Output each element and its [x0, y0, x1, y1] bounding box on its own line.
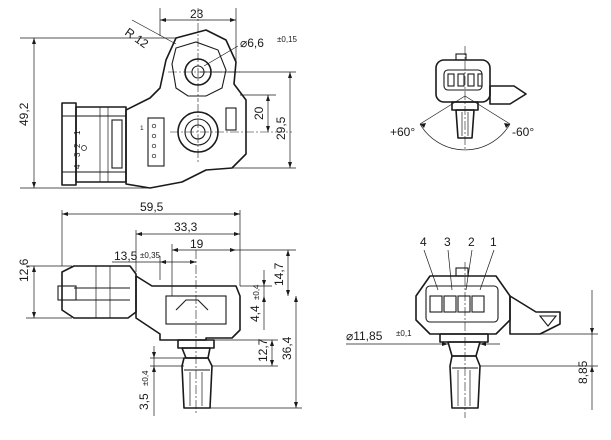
dim-hole-dia: ⌀6,6 [240, 36, 264, 50]
dim-36-4: 36,4 [280, 336, 294, 360]
pin-2: 2 [468, 235, 475, 249]
pin-label-4: 4 [73, 164, 82, 169]
rotation-view: +60° -60° [390, 46, 534, 151]
pin-4: 4 [420, 235, 427, 249]
pin-label-2: 2 [73, 143, 82, 148]
pin-label-1: 1 [73, 130, 82, 135]
dim-12-6: 12,6 [17, 258, 31, 282]
dim-hole-dia-tol: ±0,15 [277, 35, 298, 44]
dim-49-2: 49,2 [17, 102, 31, 126]
dim-8-85: 8,85 [576, 360, 590, 384]
top-body-outline [125, 29, 247, 189]
dim-20: 20 [252, 106, 266, 120]
dim-12-7: 12,7 [256, 338, 270, 362]
rot-minus-60: -60° [512, 125, 534, 139]
dim-4-4: 4,4 [248, 305, 262, 322]
top-dimensions: 23 R 12 ⌀6,6 ±0,15 49,2 20 29,5 [17, 7, 298, 189]
dim-59-5: 59,5 [140, 200, 164, 214]
top-connector-body [75, 106, 127, 183]
mark-label: 1 [140, 125, 144, 132]
dim-13-5-tol: ±0,35 [140, 251, 161, 260]
front-body [135, 275, 241, 341]
top-view: 4 3 2 1 1 [61, 8, 292, 189]
pin-1: 1 [490, 235, 497, 249]
rot-plus-60: +60° [390, 125, 415, 139]
rot-nozzle [455, 109, 475, 139]
dim-3-5: 3,5 [137, 393, 151, 410]
side-view: 4 3 2 1 [415, 235, 561, 418]
dim-13-5: 13,5 [114, 249, 138, 263]
pin-label-3: 3 [73, 152, 82, 157]
dim-14-7: 14,7 [272, 262, 286, 286]
dim-19: 19 [190, 237, 204, 251]
front-view [57, 250, 241, 414]
dim-33-3: 33,3 [174, 220, 198, 234]
dim-side-dia: ⌀11,85 [346, 329, 383, 343]
front-connector [61, 265, 137, 319]
front-dimensions: 59,5 33,3 19 13,5 ±0,35 12,6 14,7 4,4 [17, 200, 302, 416]
pin-3: 3 [444, 235, 451, 249]
front-nozzle [181, 357, 213, 409]
dim-4-4-tol: ±0,4 [252, 284, 261, 300]
dim-23: 23 [190, 7, 204, 21]
side-nozzle [449, 355, 481, 409]
dim-3-5-tol: ±0,4 [141, 370, 150, 386]
dim-29-5: 29,5 [274, 116, 288, 140]
dim-side-dia-tol: ±0,1 [396, 329, 412, 338]
side-dimensions: ⌀11,85 ±0,1 8,85 [346, 290, 598, 410]
